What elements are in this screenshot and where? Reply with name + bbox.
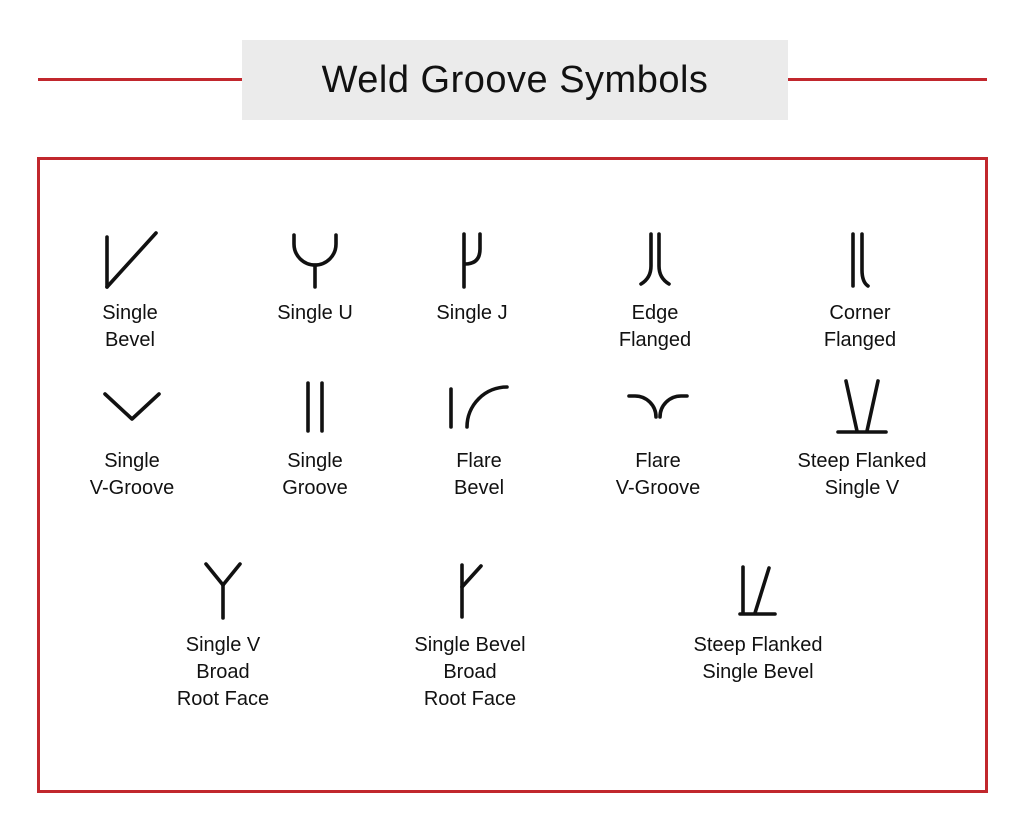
- single-j-icon: [459, 222, 485, 298]
- symbol-cell-steep-flanked-single-bevel: Steep Flanked Single Bevel: [668, 556, 848, 686]
- symbol-label: Flare V-Groove: [615, 450, 701, 499]
- symbol-cell-single-bevel-broad-root-face: Single Bevel Broad Root Face: [380, 556, 560, 713]
- symbol-label: Single U: [277, 302, 353, 324]
- symbol-label: Single V-Groove: [89, 450, 175, 499]
- symbol-label: Corner Flanged: [823, 302, 897, 351]
- page-title: Weld Groove Symbols: [242, 40, 788, 120]
- edge-flanged-icon: [638, 222, 672, 298]
- symbol-cell-single-v-broad-root-face: Single V Broad Root Face: [133, 556, 313, 713]
- symbol-label: Steep Flanked Single Bevel: [693, 634, 823, 683]
- symbol-label: Single Bevel: [102, 302, 158, 351]
- title-rule-left: [38, 78, 242, 81]
- symbol-label: Single V Broad Root Face: [176, 634, 270, 710]
- steep-flanked-single-v-icon: [836, 372, 888, 442]
- flare-bevel-icon: [447, 372, 511, 442]
- single-v-groove-icon: [103, 372, 161, 442]
- single-v-broad-root-face-icon: [204, 556, 242, 626]
- symbol-cell-single-j: Single J: [382, 222, 562, 327]
- steep-flanked-single-bevel-icon: [738, 556, 778, 626]
- title-rule-right: [788, 78, 987, 81]
- symbol-label: Steep Flanked Single V: [797, 450, 927, 499]
- symbol-cell-single-bevel: Single Bevel: [40, 222, 220, 354]
- symbol-cell-edge-flanged: Edge Flanged: [565, 222, 745, 354]
- single-u-icon: [291, 222, 339, 298]
- symbol-cell-flare-v-groove: Flare V-Groove: [568, 372, 748, 502]
- symbol-label: Flare Bevel: [453, 450, 505, 499]
- symbols-frame: [37, 157, 988, 793]
- symbol-cell-single-groove: Single Groove: [225, 372, 405, 502]
- symbol-cell-flare-bevel: Flare Bevel: [389, 372, 569, 502]
- symbol-label: Single Groove: [282, 450, 348, 499]
- corner-flanged-icon: [849, 222, 871, 298]
- symbol-cell-single-u: Single U: [225, 222, 405, 327]
- symbol-cell-corner-flanged: Corner Flanged: [770, 222, 950, 354]
- single-bevel-icon: [101, 222, 159, 298]
- single-bevel-broad-root-face-icon: [457, 556, 484, 626]
- symbol-label: Single J: [436, 302, 508, 324]
- flare-v-groove-icon: [627, 372, 689, 442]
- single-groove-icon: [305, 372, 325, 442]
- symbol-label: Edge Flanged: [618, 302, 692, 351]
- symbol-label: Single Bevel Broad Root Face: [414, 634, 526, 710]
- symbol-cell-steep-flanked-single-v: Steep Flanked Single V: [772, 372, 952, 502]
- symbol-cell-single-v-groove: Single V-Groove: [42, 372, 222, 502]
